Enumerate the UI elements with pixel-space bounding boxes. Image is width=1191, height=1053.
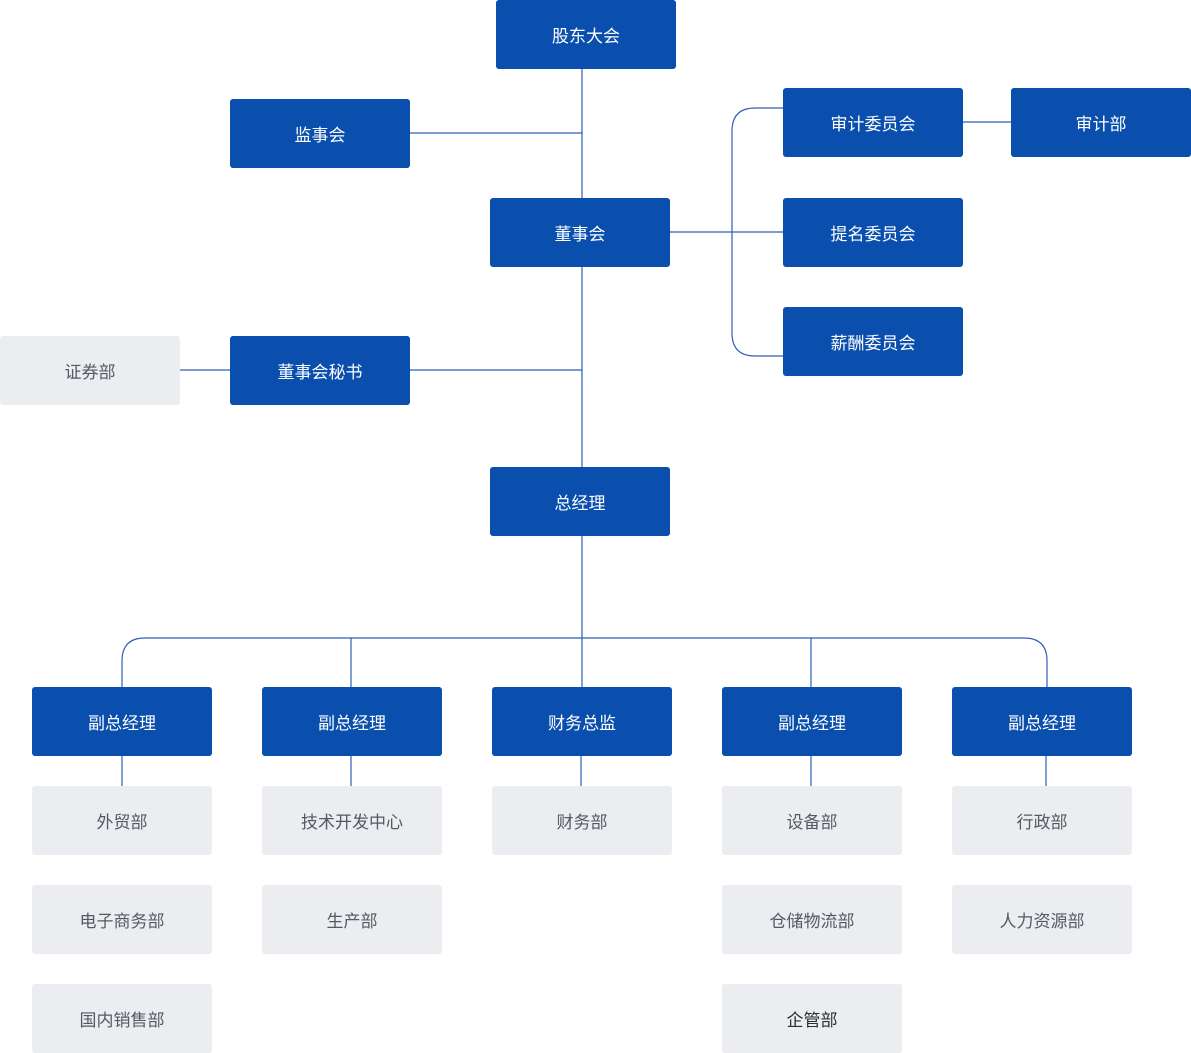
supervisory-board-box: 监事会: [230, 99, 410, 168]
manager-box-5: 副总经理: [952, 687, 1132, 756]
securities-department-box: 证券部: [0, 336, 180, 405]
department-box: 财务部: [492, 786, 672, 855]
line-managers-bar: [121, 637, 1048, 687]
department-box: 技术开发中心: [262, 786, 442, 855]
department-box: 生产部: [262, 885, 442, 954]
board-of-directors-box: 董事会: [490, 198, 670, 267]
department-box: 设备部: [722, 786, 902, 855]
nomination-committee-box: 提名委员会: [783, 198, 963, 267]
board-secretary-box: 董事会秘书: [230, 336, 410, 405]
audit-committee-box: 审计委员会: [783, 88, 963, 157]
audit-department-box: 审计部: [1011, 88, 1191, 157]
manager-box-4: 副总经理: [722, 687, 902, 756]
department-box: 人力资源部: [952, 885, 1132, 954]
department-box: 外贸部: [32, 786, 212, 855]
line-committee-bracket: [731, 107, 783, 357]
department-box: 国内销售部: [32, 984, 212, 1053]
general-manager-box: 总经理: [490, 467, 670, 536]
compensation-committee-box: 薪酬委员会: [783, 307, 963, 376]
manager-box-1: 副总经理: [32, 687, 212, 756]
department-box: 行政部: [952, 786, 1132, 855]
department-box: 仓储物流部: [722, 885, 902, 954]
manager-box-2: 副总经理: [262, 687, 442, 756]
department-box: 电子商务部: [32, 885, 212, 954]
shareholders-meeting-box: 股东大会: [496, 0, 676, 69]
finance-director-box: 财务总监: [492, 687, 672, 756]
department-box: 企管部: [722, 984, 902, 1053]
